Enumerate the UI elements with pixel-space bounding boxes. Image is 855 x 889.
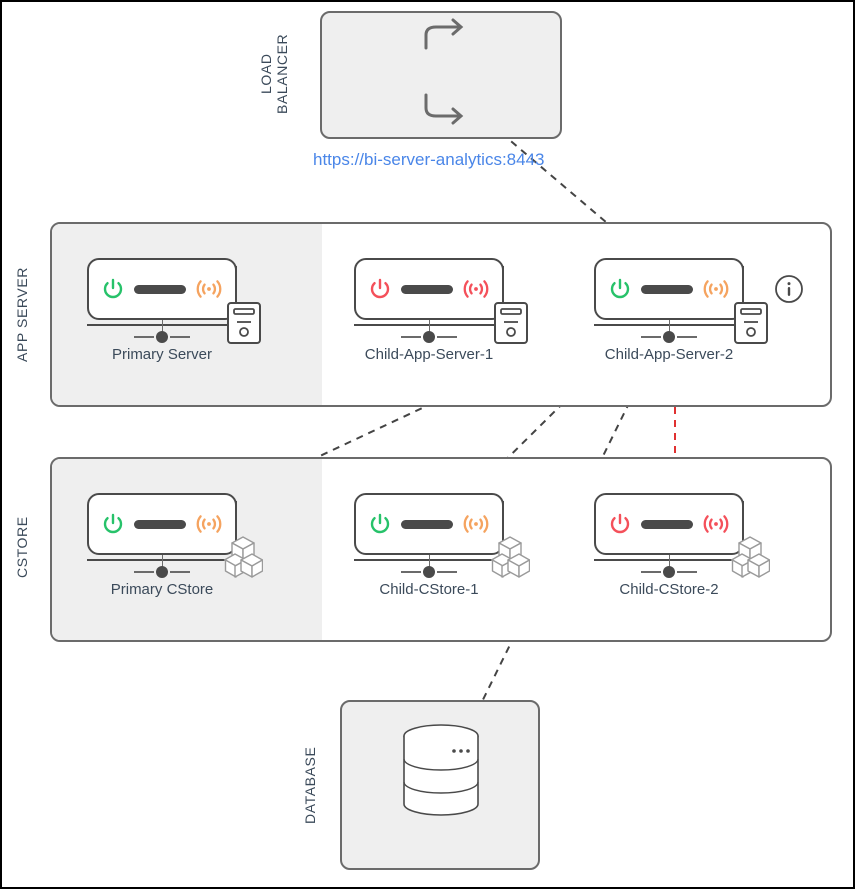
node-connector-dot — [641, 566, 697, 578]
node-label: Child-CStore-2 — [619, 581, 719, 598]
server-tower-icon — [494, 302, 528, 344]
node-stem — [429, 555, 430, 569]
node-body[interactable] — [594, 258, 744, 320]
power-icon — [101, 512, 125, 536]
node-label: Child-CStore-1 — [379, 581, 479, 598]
status-bar-icon — [641, 284, 693, 294]
status-bar-icon — [134, 519, 186, 529]
power-icon — [368, 512, 392, 536]
node-label: Primary CStore — [110, 581, 214, 598]
status-bar-icon — [401, 284, 453, 294]
node-connector-dot — [134, 566, 190, 578]
node-body[interactable] — [354, 493, 504, 555]
node-body[interactable] — [87, 493, 237, 555]
server-tower-icon — [227, 302, 261, 344]
node-body[interactable] — [87, 258, 237, 320]
zone-label-cstore: CSTORE — [14, 516, 30, 578]
device-connector-wire — [742, 501, 744, 541]
node-stem — [162, 555, 163, 569]
status-bar-icon — [134, 284, 186, 294]
node-label: Primary Server — [111, 346, 212, 363]
node-label: Child-App-Server-2 — [604, 346, 734, 363]
node-label: Child-App-Server-1 — [364, 346, 494, 363]
power-icon — [608, 277, 632, 301]
device-connector-wire — [742, 266, 744, 306]
info-icon[interactable] — [774, 274, 804, 304]
node-stem — [162, 320, 163, 334]
node-connector-dot — [641, 331, 697, 343]
database-cylinder-icon[interactable] — [402, 724, 480, 816]
cube-stack-icon — [490, 536, 530, 578]
signal-icon — [462, 512, 490, 536]
zone-load-balancer — [320, 11, 562, 139]
power-icon — [368, 277, 392, 301]
zone-label-app-server: APP SERVER — [14, 267, 30, 363]
signal-icon — [195, 277, 223, 301]
node-body[interactable] — [594, 493, 744, 555]
status-bar-icon — [401, 519, 453, 529]
power-icon — [101, 277, 125, 301]
status-bar-icon — [641, 519, 693, 529]
device-connector-wire — [502, 266, 504, 306]
power-icon — [608, 512, 632, 536]
device-connector-wire — [235, 266, 237, 306]
node-connector-dot — [401, 566, 457, 578]
signal-icon — [462, 277, 490, 301]
node-connector-dot — [134, 331, 190, 343]
node-body[interactable] — [354, 258, 504, 320]
zone-label-load-balancer: LOAD BALANCER — [258, 33, 291, 115]
signal-icon — [702, 277, 730, 301]
cube-stack-icon — [730, 536, 770, 578]
node-connector-dot — [401, 331, 457, 343]
signal-icon — [702, 512, 730, 536]
server-tower-icon — [734, 302, 768, 344]
load-balancer-url[interactable]: https://bi-server-analytics:8443 — [313, 150, 545, 169]
signal-icon — [195, 512, 223, 536]
cube-stack-icon — [223, 536, 263, 578]
zone-label-database: DATABASE — [302, 746, 318, 824]
